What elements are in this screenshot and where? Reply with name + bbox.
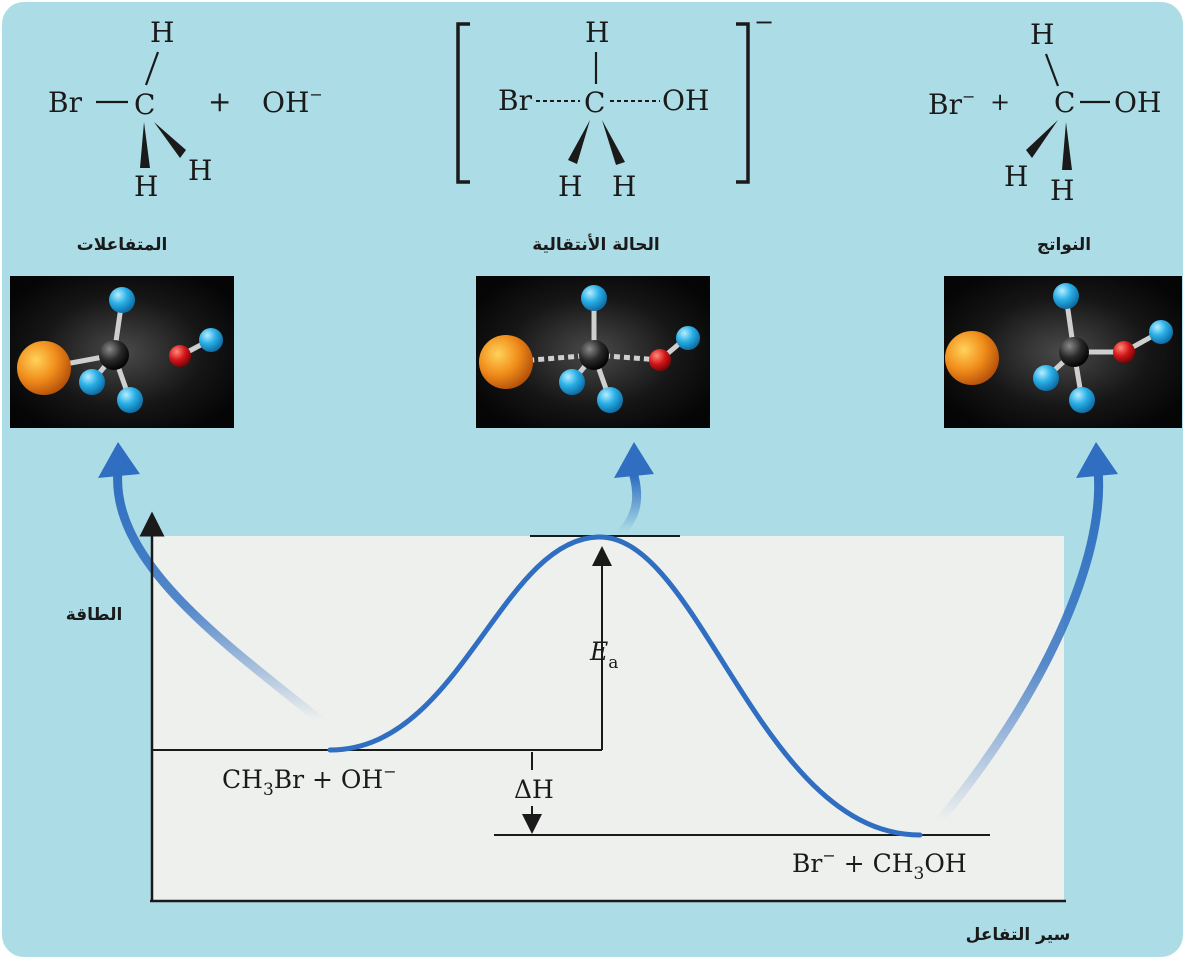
transition-c-atom: C — [584, 86, 605, 119]
hydrogen-atom — [1033, 365, 1059, 391]
hydrogen-atom — [581, 285, 607, 311]
plot-area — [152, 536, 1064, 900]
reactant-plus-sign: + — [208, 85, 231, 118]
reactant-level-label: CH3Br + OH− — [222, 762, 397, 800]
reactants-model — [10, 276, 234, 428]
products-connector-arrow — [935, 465, 1104, 825]
hydrogen-atom — [79, 369, 105, 395]
transition-charge: − — [754, 8, 774, 36]
hydrogen-atom — [199, 328, 223, 352]
reactant-c-atom: C — [134, 88, 155, 121]
reactant-c-h-bond — [144, 51, 160, 86]
oxygen-atom — [649, 349, 671, 371]
carbon-atom — [1059, 337, 1089, 367]
enthalpy-change-label: ΔH — [514, 775, 554, 804]
reactant-br-atom: Br — [48, 86, 83, 119]
products-model — [944, 276, 1182, 428]
transition-wedge-bond — [602, 120, 625, 165]
right-bracket — [736, 22, 750, 184]
reactant-h-bottom-right: H — [188, 154, 212, 187]
reactant-h-bottom-left: H — [134, 170, 158, 203]
activation-energy-label: Ea — [589, 637, 618, 673]
reactant-wedge-bond — [140, 122, 150, 168]
transition-structure: − Br C OH H H H — [456, 8, 774, 203]
product-plus-sign: + — [990, 88, 1010, 116]
product-c-atom: C — [1054, 86, 1075, 119]
carbon-atom — [99, 340, 129, 370]
hydrogen-atom — [559, 369, 585, 395]
transition-wedge-bond — [568, 120, 590, 164]
products-label: النواتج — [1037, 235, 1091, 255]
transition-h-top: H — [585, 16, 609, 49]
energy-axis-label: الطاقة — [66, 605, 123, 625]
transition-br-atom: Br — [498, 84, 533, 117]
reactants-structure: Br C H H H + OH− — [48, 16, 323, 203]
connector-arrows — [98, 442, 1118, 825]
reactant-hydroxide: OH− — [262, 85, 323, 119]
transition-h-bottom-left: H — [558, 170, 582, 203]
left-bracket — [456, 22, 470, 184]
transition-model — [476, 276, 710, 428]
reactants-label: المتفاعلات — [77, 235, 168, 255]
energy-profile-curve — [327, 534, 923, 838]
transition-oh: OH — [662, 84, 709, 117]
products-arrow-head — [1076, 442, 1118, 478]
hydrogen-atom — [117, 387, 143, 413]
product-h-bottom-right: H — [1050, 174, 1074, 207]
hydrogen-atom — [1149, 320, 1173, 344]
product-h-top: H — [1030, 18, 1054, 51]
oxygen-atom — [1113, 341, 1135, 363]
carbon-atom — [579, 340, 609, 370]
product-oh: OH — [1114, 86, 1161, 119]
hydrogen-atom — [676, 326, 700, 350]
hydrogen-atom — [1069, 387, 1095, 413]
reactant-wedge-bond — [154, 122, 186, 158]
oxygen-atom — [169, 345, 191, 367]
hydrogen-atom — [109, 287, 135, 313]
product-h-bottom-left: H — [1004, 160, 1028, 193]
transition-connector-arrow — [617, 471, 642, 537]
product-wedge-bond — [1026, 120, 1058, 158]
transition-h-bottom-right: H — [612, 170, 636, 203]
bromine-atom — [17, 341, 71, 395]
reactants-connector-arrow — [113, 465, 325, 725]
reaction-progress-label: سير التفاعل — [966, 925, 1071, 945]
product-br-ion: Br− — [928, 87, 975, 121]
hydrogen-atom — [597, 387, 623, 413]
reactant-h-top: H — [150, 16, 174, 49]
reactants-arrow-head — [98, 442, 140, 478]
product-c-h-bond — [1044, 53, 1060, 87]
bromine-atom — [479, 335, 533, 389]
products-structure: Br− + C H OH H H — [928, 18, 1161, 207]
product-level-label: Br− + CH3OH — [792, 846, 967, 884]
product-wedge-bond — [1062, 122, 1072, 170]
transition-state-label: الحالة الأنتقالية — [532, 234, 660, 255]
bromine-atom — [945, 331, 999, 385]
energy-diagram: Ea ΔH CH3Br + OH− Br− + CH3OH الطاقة سير… — [66, 511, 1071, 945]
hydrogen-atom — [1053, 283, 1079, 309]
transition-arrow-head — [614, 442, 654, 478]
